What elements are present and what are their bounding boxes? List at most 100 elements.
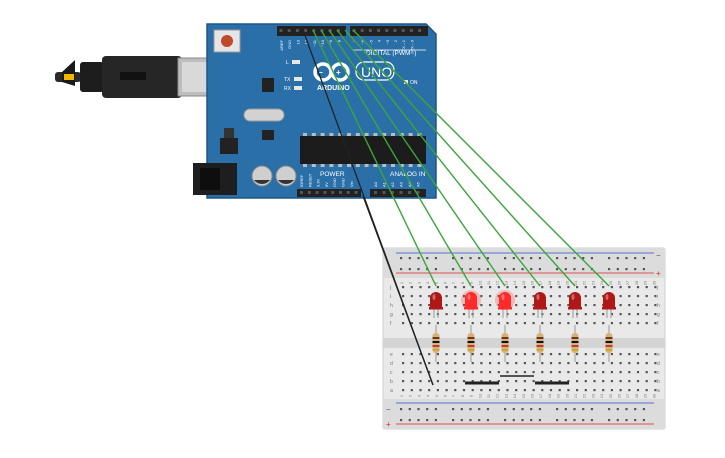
column-label-top: 13 <box>503 280 508 285</box>
header-pin-1[interactable] <box>287 29 291 32</box>
led-4[interactable] <box>533 292 547 318</box>
crystal <box>243 108 285 122</box>
column-label-top: 29 <box>643 280 648 285</box>
pin-label: ~11 <box>312 39 317 46</box>
column-label-bottom: 27 <box>625 393 630 398</box>
analog-pin-label: A0 <box>373 181 378 187</box>
analog-pin-4[interactable] <box>408 191 411 194</box>
column-label-bottom: 16 <box>530 393 535 398</box>
led-5[interactable] <box>568 292 582 318</box>
led-6[interactable] <box>602 292 616 318</box>
reset-button-cap[interactable] <box>221 35 233 47</box>
pin-label: ~5 <box>368 39 373 44</box>
bottom-pins[interactable] <box>300 191 420 194</box>
header-pin-6[interactable] <box>328 29 332 32</box>
header-pin-0[interactable] <box>279 29 283 32</box>
column-label-top: 25 <box>608 280 613 285</box>
header-pin-7[interactable] <box>336 29 340 32</box>
row-letter: h <box>390 303 393 309</box>
leds[interactable] <box>429 290 616 318</box>
column-label-bottom: 2 <box>408 394 413 397</box>
analog-pin-3[interactable] <box>399 191 403 194</box>
power-pin-0[interactable] <box>300 191 303 194</box>
row-letter: e <box>390 352 393 358</box>
tx-led <box>294 77 302 81</box>
header-pin-12[interactable] <box>385 29 389 32</box>
wires[interactable] <box>302 29 610 386</box>
column-label-bottom: 5 <box>434 394 439 397</box>
column-label-top: 30 <box>651 280 656 285</box>
signal-wire-5[interactable] <box>344 29 576 287</box>
led-3[interactable] <box>495 290 515 318</box>
center-channel <box>383 338 665 348</box>
pin-label: ~6 <box>360 39 365 44</box>
analog-pin-2[interactable] <box>391 191 394 194</box>
resistor-3[interactable] <box>501 325 509 362</box>
column-label-top: 24 <box>599 280 604 285</box>
header-pin-3[interactable] <box>304 29 308 32</box>
resistor-2[interactable] <box>467 325 475 362</box>
column-label-top: 14 <box>512 280 517 285</box>
header-pin-14[interactable] <box>401 29 405 32</box>
digital-label: DIGITAL (PWM~) <box>366 50 416 57</box>
column-label-bottom: 15 <box>521 393 526 398</box>
digital-header-right <box>350 26 428 36</box>
column-label-top: 4 <box>425 281 430 284</box>
power-pin-4[interactable] <box>331 191 335 194</box>
analog-pin-0[interactable] <box>374 191 377 194</box>
row-letter: g <box>657 312 660 318</box>
resistor-5[interactable] <box>571 325 579 362</box>
power-pin-3[interactable] <box>323 191 327 194</box>
analog-pin-5[interactable] <box>416 191 420 194</box>
analog-pin-1[interactable] <box>382 191 386 194</box>
row-letter: c <box>657 370 660 376</box>
column-label-bottom: 23 <box>590 393 595 398</box>
led-1[interactable] <box>429 292 443 318</box>
signal-wire-6[interactable] <box>352 29 610 287</box>
resistors[interactable] <box>432 325 613 362</box>
power-pin-2[interactable] <box>315 191 319 194</box>
column-label-top: 12 <box>495 280 500 285</box>
header-pin-10[interactable] <box>368 29 372 32</box>
row-letter: f <box>657 321 659 327</box>
header-pin-16[interactable] <box>418 29 422 32</box>
row-letter: i <box>657 294 658 300</box>
row-letter: f <box>390 321 392 327</box>
header-pin-9[interactable] <box>360 29 364 32</box>
column-label-bottom: 22 <box>582 393 587 398</box>
l-led-label: L <box>286 60 289 66</box>
rail-minus-top: − <box>656 251 661 260</box>
led-2[interactable] <box>461 290 481 318</box>
pin-label: ~9 <box>328 39 333 44</box>
header-pin-2[interactable] <box>295 29 299 32</box>
signal-wire-1[interactable] <box>312 29 437 287</box>
header-pin-13[interactable] <box>393 29 397 32</box>
column-label-bottom: 7 <box>451 394 456 397</box>
pin-label: GND <box>287 40 292 49</box>
column-label-bottom: 30 <box>651 393 656 398</box>
power-pin-5[interactable] <box>339 191 342 194</box>
resistor-1[interactable] <box>432 325 440 362</box>
power-pin-6[interactable] <box>346 191 350 194</box>
breadboard[interactable]: − + − + 11223344556677889910101111121213… <box>382 247 666 430</box>
signal-wire-2[interactable] <box>320 29 472 287</box>
analog-pin-label: A3 <box>399 181 404 187</box>
column-label-top: 17 <box>538 280 543 285</box>
power-pin-7[interactable] <box>354 191 358 194</box>
analog-pin-label: A2 <box>390 181 395 187</box>
header-pin-15[interactable] <box>409 29 413 32</box>
header-pin-11[interactable] <box>377 29 381 32</box>
ground-wire-2[interactable] <box>362 195 434 386</box>
pin-label: 4 <box>377 39 382 42</box>
row-letter: e <box>657 352 660 358</box>
resistor-4[interactable] <box>536 325 544 362</box>
signal-wire-4[interactable] <box>336 29 541 287</box>
power-rail-bottom <box>383 399 665 429</box>
power-pin-1[interactable] <box>307 191 311 194</box>
column-label-top: 6 <box>443 281 448 284</box>
signal-wire-3[interactable] <box>328 29 506 287</box>
pin-label: 8 <box>336 39 341 42</box>
resistor-6[interactable] <box>605 325 613 362</box>
